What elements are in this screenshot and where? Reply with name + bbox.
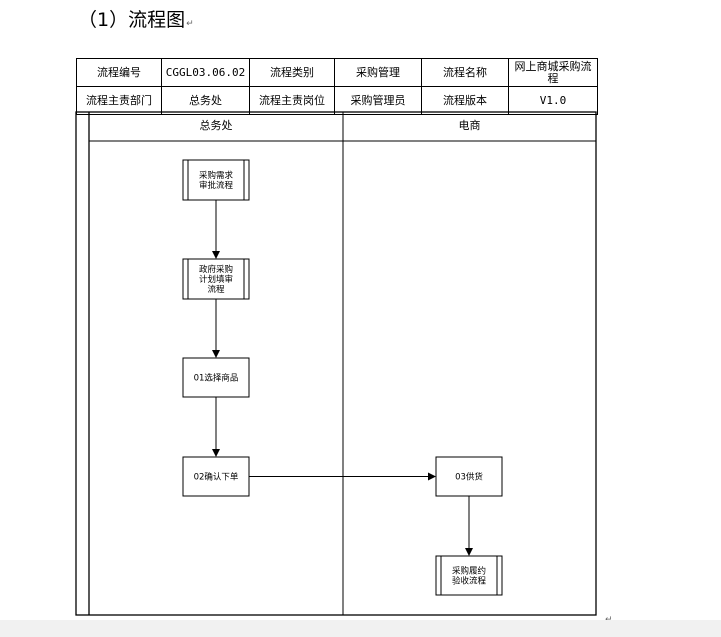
flow-node-box	[435, 456, 503, 497]
flow-node-label: 政府采购	[199, 264, 233, 275]
flow-node-label: 采购履约	[452, 566, 486, 577]
flow-node-box	[435, 555, 503, 596]
flow-node-box	[182, 258, 250, 300]
label-process-name: 流程名称	[421, 58, 509, 87]
value-process-code: CGGL03.06.02	[161, 58, 250, 87]
paragraph-mark-icon: ↵	[186, 19, 194, 29]
lane-title-1: 总务处	[200, 118, 233, 132]
label-process-version: 流程版本	[421, 86, 509, 115]
flow-node-label: 审批流程	[199, 180, 234, 191]
value-owner-post: 采购管理员	[334, 86, 422, 115]
flow-node-box	[182, 357, 250, 398]
flow-node-box	[182, 159, 250, 201]
flow-node-n3: 01选择商品	[182, 357, 250, 398]
value-process-category: 采购管理	[334, 58, 422, 87]
flow-node-label: 流程	[207, 284, 225, 295]
flow-node-label: 01选择商品	[194, 373, 239, 384]
swimlanes: 总务处 电商	[75, 111, 597, 616]
connectors	[212, 200, 473, 556]
flow-node-n4: 02确认下单	[182, 456, 250, 497]
value-process-name: 网上商城采购流程	[508, 58, 598, 87]
flow-node-label: 验收流程	[452, 576, 487, 587]
page-title-text: （1）流程图	[78, 9, 186, 31]
swimlane-frame	[75, 111, 597, 616]
flow-node-n5: 03供货	[435, 456, 503, 497]
value-process-version: V1.0	[508, 86, 598, 115]
label-owner-post: 流程主责岗位	[249, 86, 335, 115]
page-bottom-strip	[0, 620, 721, 637]
page-title: （1）流程图↵	[78, 7, 194, 37]
info-row-2: 流程主责部门 总务处 流程主责岗位 采购管理员 流程版本 V1.0	[76, 86, 598, 115]
flow-node-label: 03供货	[455, 472, 483, 483]
info-row-1: 流程编号 CGGL03.06.02 流程类别 采购管理 流程名称 网上商城采购流…	[76, 58, 598, 87]
flow-node-label: 计划填审	[199, 274, 233, 285]
flow-node-label: 02确认下单	[194, 472, 239, 483]
flow-node-box	[182, 456, 250, 497]
process-info-table: 流程编号 CGGL03.06.02 流程类别 采购管理 流程名称 网上商城采购流…	[76, 58, 598, 115]
lane-title-2: 电商	[459, 118, 481, 132]
label-process-code: 流程编号	[76, 58, 162, 87]
flow-node-label: 采购需求	[199, 170, 234, 181]
